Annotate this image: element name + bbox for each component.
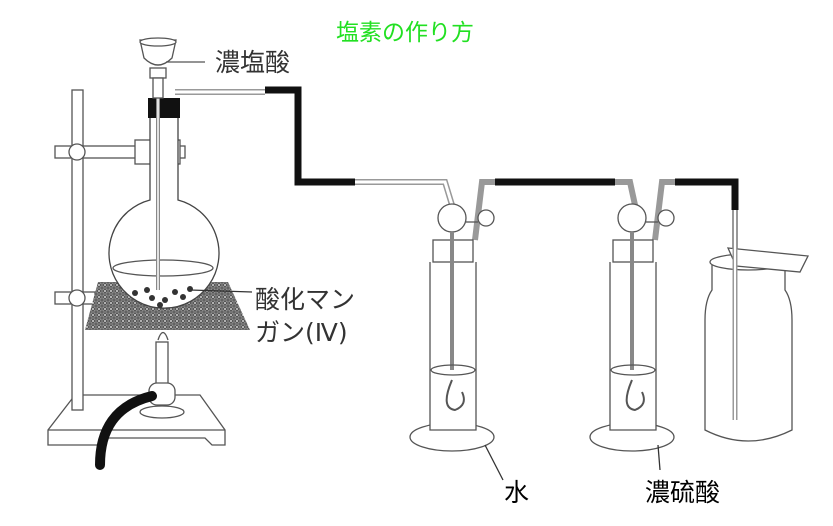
label-manganese-dioxide-line1: 酸化マン <box>255 285 356 314</box>
dropping-funnel <box>139 37 205 99</box>
label-conc-hydrochloric-acid: 濃塩酸 <box>215 48 291 77</box>
wash-bottle-water <box>409 203 504 481</box>
label-manganese-dioxide-line2: ガン(Ⅳ) <box>255 318 348 347</box>
manganese-dioxide-particles <box>132 286 193 308</box>
label-conc-sulfuric-acid: 濃硫酸 <box>645 478 721 507</box>
leader-line-hcl <box>189 289 253 293</box>
wash-bottle-sulfuric-acid <box>589 203 675 471</box>
round-bottom-flask <box>108 70 220 309</box>
label-water: 水 <box>504 478 530 507</box>
rubber-hose <box>95 391 157 470</box>
diagram-title: 塩素の作り方 <box>336 20 474 46</box>
gas-collection-bottle <box>704 210 810 442</box>
